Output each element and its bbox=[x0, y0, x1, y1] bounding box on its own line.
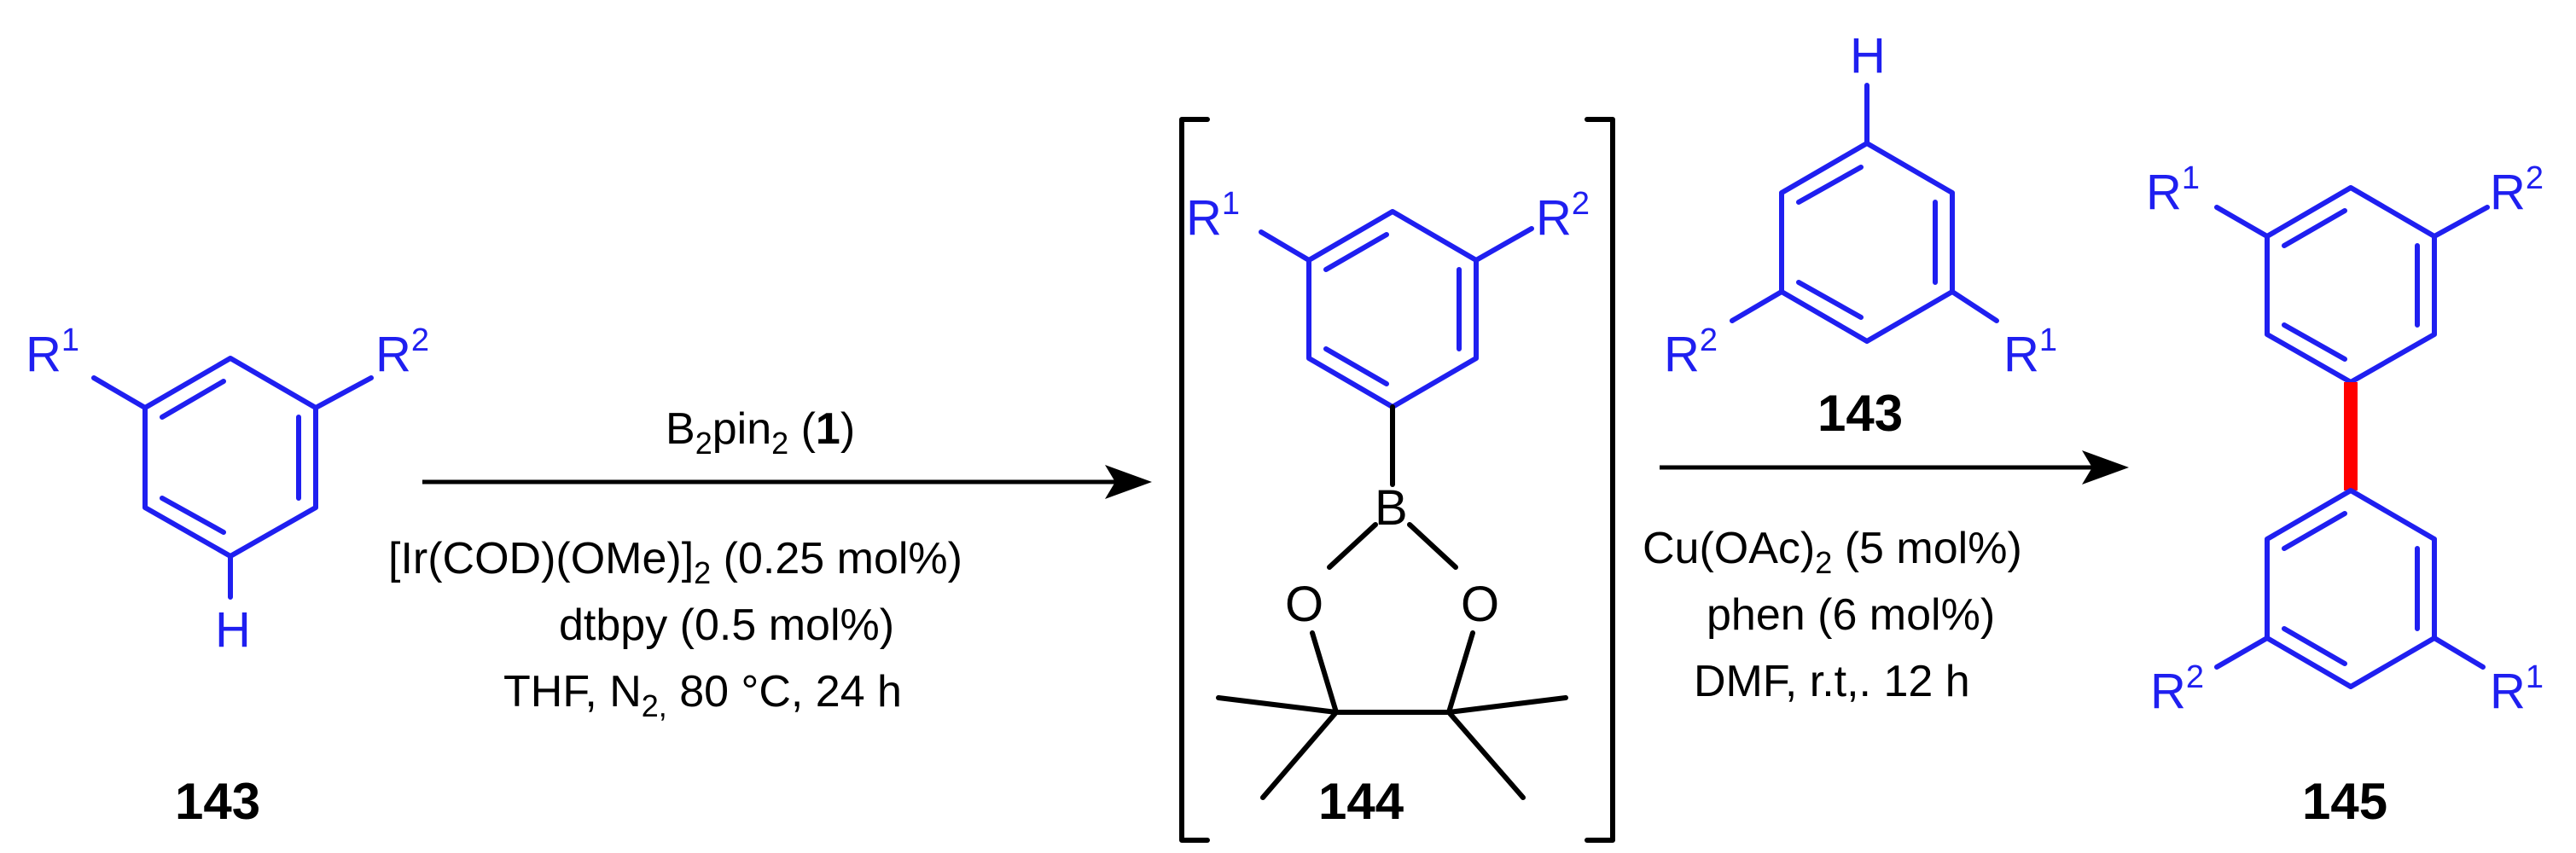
r1-label-145-top: R1 bbox=[2146, 160, 2200, 220]
pinacol-ring bbox=[1310, 522, 1475, 715]
conditions-step1: THF, N2, 80 °C, 24 h bbox=[503, 667, 902, 723]
catalyst-ir: [Ir(COD)(OMe)]2 (0.25 mol%) bbox=[388, 534, 962, 590]
r2-label-144: R2 bbox=[1536, 186, 1590, 246]
boron-label: B bbox=[1375, 480, 1408, 536]
r1-label-145-bottom: R1 bbox=[2490, 659, 2544, 719]
h-label: H bbox=[215, 602, 251, 658]
compound-143-left: R1 R2 H 143 bbox=[26, 322, 429, 830]
ligand-dtbpy: dtbpy (0.5 mol%) bbox=[559, 601, 894, 650]
reaction-step-1: B2pin2 (1) [Ir(COD)(OMe)]2 (0.25 mol%) d… bbox=[388, 404, 1152, 723]
compound-number-144: 144 bbox=[1318, 773, 1404, 830]
r1-label-143-right: R1 bbox=[2003, 322, 2057, 382]
benzene-ring-145-bottom bbox=[2265, 488, 2437, 689]
r2-label: R2 bbox=[375, 322, 429, 382]
substituent-bonds-145 bbox=[2214, 205, 2490, 670]
r2-label-145-top: R2 bbox=[2490, 160, 2544, 220]
r2-label-145-bottom: R2 bbox=[2150, 659, 2204, 719]
benzene-ring-144 bbox=[1306, 209, 1479, 409]
reaction-step-2: Cu(OAc)2 (5 mol%) phen (6 mol%) DMF, r.t… bbox=[1643, 450, 2129, 706]
right-bracket bbox=[1585, 117, 1615, 843]
r1-label-144: R1 bbox=[1186, 186, 1240, 246]
aromatic-inner-bonds-144 bbox=[1323, 232, 1462, 386]
aromatic-inner-bonds-143-right bbox=[1796, 165, 1938, 320]
r1-label: R1 bbox=[26, 322, 79, 382]
compound-number-145: 145 bbox=[2302, 773, 2387, 830]
arrowhead-1 bbox=[1105, 465, 1152, 499]
r2-label-143-right: R2 bbox=[1664, 322, 1718, 382]
substituent-bonds-143-right bbox=[1730, 83, 1999, 323]
substituent-bonds-144 bbox=[1259, 226, 1534, 263]
compound-145: R1 R2 R2 R1 145 bbox=[2146, 160, 2544, 830]
compound-143-right: H R2 R1 143 bbox=[1664, 28, 2057, 442]
reagent-b2pin2: B2pin2 (1) bbox=[666, 404, 855, 461]
aromatic-inner-bonds-145-bottom bbox=[2282, 511, 2420, 666]
substituent-bonds bbox=[91, 375, 374, 600]
compound-number-143-right: 143 bbox=[1817, 385, 1903, 442]
oxygen-label-right: O bbox=[1461, 577, 1499, 632]
aromatic-inner-bonds bbox=[160, 379, 301, 535]
benzene-ring-143-left bbox=[142, 356, 318, 559]
benzene-ring-143-right bbox=[1779, 141, 1955, 344]
benzene-ring-145-top bbox=[2265, 185, 2437, 385]
h-label-143-right: H bbox=[1850, 28, 1886, 84]
compound-144: R1 R2 B O O 144 bbox=[1179, 117, 1615, 843]
catalyst-cu: Cu(OAc)2 (5 mol%) bbox=[1643, 524, 2022, 580]
ligand-phen: phen (6 mol%) bbox=[1707, 590, 1995, 640]
arrowhead-2 bbox=[2082, 450, 2129, 485]
left-bracket bbox=[1179, 117, 1210, 843]
aromatic-inner-bonds-145-top bbox=[2282, 208, 2420, 362]
oxygen-label-left: O bbox=[1285, 577, 1323, 632]
pinacol-methyls bbox=[1216, 695, 1568, 800]
conditions-step2: DMF, r.t,. 12 h bbox=[1694, 657, 1970, 706]
compound-number-143-left: 143 bbox=[175, 773, 260, 830]
